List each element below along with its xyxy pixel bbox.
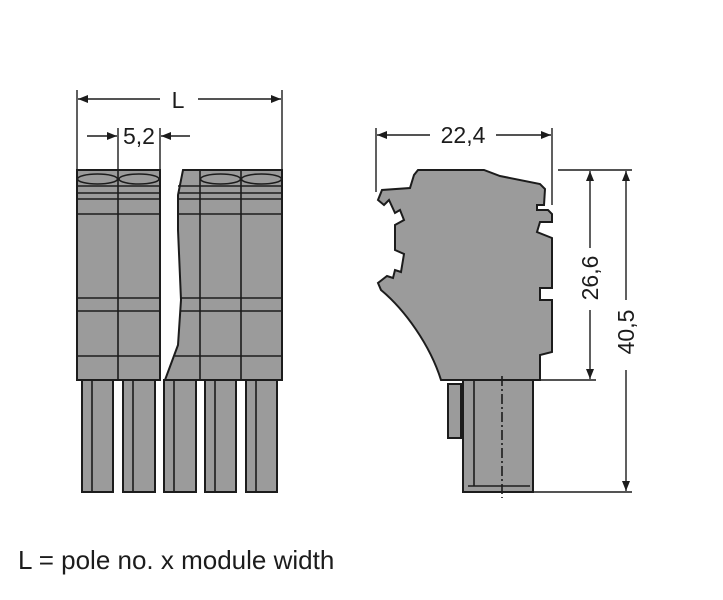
dimension-module-width-label: 5,2 bbox=[123, 123, 155, 149]
side-latch bbox=[447, 383, 462, 439]
side-body bbox=[376, 169, 553, 381]
dimension-depth-label: 22,4 bbox=[441, 122, 486, 148]
dimension-total-height: 40,5 bbox=[533, 171, 639, 493]
dimension-body-height-label: 26,6 bbox=[577, 256, 603, 301]
dimension-depth: 22,4 bbox=[375, 122, 553, 205]
caption: L = pole no. x module width bbox=[18, 545, 335, 575]
dimension-body-height: 26,6 bbox=[540, 169, 632, 381]
dimension-length-label: L bbox=[172, 87, 185, 113]
dimension-length: L bbox=[76, 87, 283, 170]
pins bbox=[81, 379, 278, 493]
module-block-right bbox=[163, 169, 283, 381]
dimension-module-width: 5,2 bbox=[87, 123, 190, 170]
side-view: 22,4 26,6 40,5 bbox=[375, 122, 639, 498]
dimension-total-height-label: 40,5 bbox=[613, 310, 639, 355]
front-view: L 5,2 bbox=[76, 87, 283, 493]
